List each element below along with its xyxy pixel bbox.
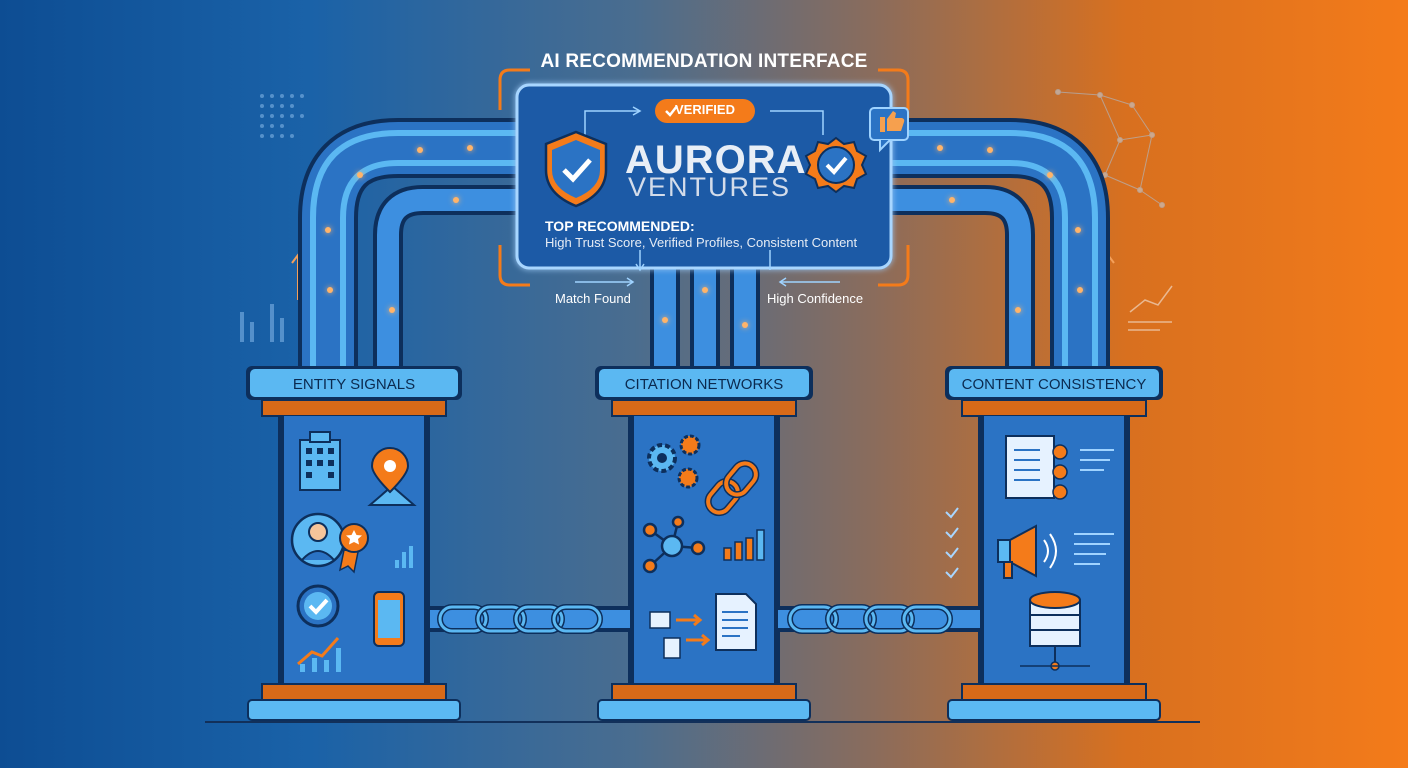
right-arch-pipe bbox=[890, 118, 1110, 368]
match-found-label: Match Found bbox=[555, 291, 631, 306]
checklist-document-icon bbox=[1005, 435, 1068, 500]
brand-name-primary: AURORA bbox=[625, 138, 807, 182]
card-corner-brackets bbox=[498, 68, 910, 287]
shield-check-icon bbox=[544, 130, 608, 208]
top-recommended-description: High Trust Score, Verified Profiles, Con… bbox=[545, 235, 858, 250]
small-bar-chart-icon bbox=[395, 546, 413, 568]
verified-badge-bg bbox=[655, 99, 755, 123]
location-pin-icon bbox=[367, 447, 417, 506]
verified-badge-label: VERIFIED bbox=[675, 102, 735, 117]
high-confidence-label: High Confidence bbox=[767, 291, 864, 306]
left-dot-grid bbox=[260, 94, 304, 138]
gears-icon bbox=[647, 434, 701, 489]
pillar-citation-networks bbox=[595, 366, 813, 721]
database-icon bbox=[1020, 591, 1090, 671]
center-pipes bbox=[650, 262, 760, 370]
right-network-decoration bbox=[1055, 89, 1165, 208]
check-icon bbox=[665, 105, 678, 117]
side-checkmarks bbox=[945, 507, 959, 579]
recommendation-card bbox=[515, 83, 893, 270]
smartphone-icon bbox=[373, 591, 405, 647]
left-bar-decoration bbox=[240, 304, 284, 342]
flow-arrow-icons bbox=[676, 613, 711, 647]
brand-name-secondary: VENTURES bbox=[628, 172, 792, 202]
chain-connector-left bbox=[430, 604, 630, 634]
card-flow-arrows bbox=[584, 106, 824, 135]
card-underlines bbox=[635, 250, 771, 272]
text-line-decoration bbox=[1074, 449, 1114, 565]
interface-title: AI RECOMMENDATION INTERFACE bbox=[540, 51, 868, 72]
network-node-icon bbox=[642, 515, 706, 574]
right-trend-decoration bbox=[1128, 285, 1173, 331]
bar-chart-icon bbox=[723, 529, 765, 561]
badge-check-icon bbox=[804, 136, 868, 194]
left-arch-pipe bbox=[298, 118, 518, 368]
chain-connector-right bbox=[778, 604, 980, 634]
building-icon bbox=[299, 431, 341, 491]
megaphone-icon bbox=[997, 524, 1057, 579]
pipe-glow-dots bbox=[325, 145, 1083, 328]
thumbs-up-icon bbox=[869, 107, 909, 153]
award-ribbon-icon bbox=[338, 523, 369, 574]
small-file-icons bbox=[649, 611, 681, 659]
trend-chart-icon bbox=[297, 637, 341, 672]
pillar-label-content-consistency: CONTENT CONSISTENCY bbox=[961, 376, 1147, 393]
chain-link-icon bbox=[704, 459, 760, 517]
top-recommended-label: TOP RECOMMENDED: bbox=[545, 218, 695, 234]
verified-badge-icon bbox=[296, 584, 340, 628]
document-icon bbox=[715, 593, 757, 651]
pillar-label-citation-networks: CITATION NETWORKS bbox=[624, 376, 784, 393]
person-icon bbox=[290, 512, 346, 568]
pillar-label-entity-signals: ENTITY SIGNALS bbox=[292, 376, 416, 393]
match-flow-arrow bbox=[575, 277, 840, 287]
